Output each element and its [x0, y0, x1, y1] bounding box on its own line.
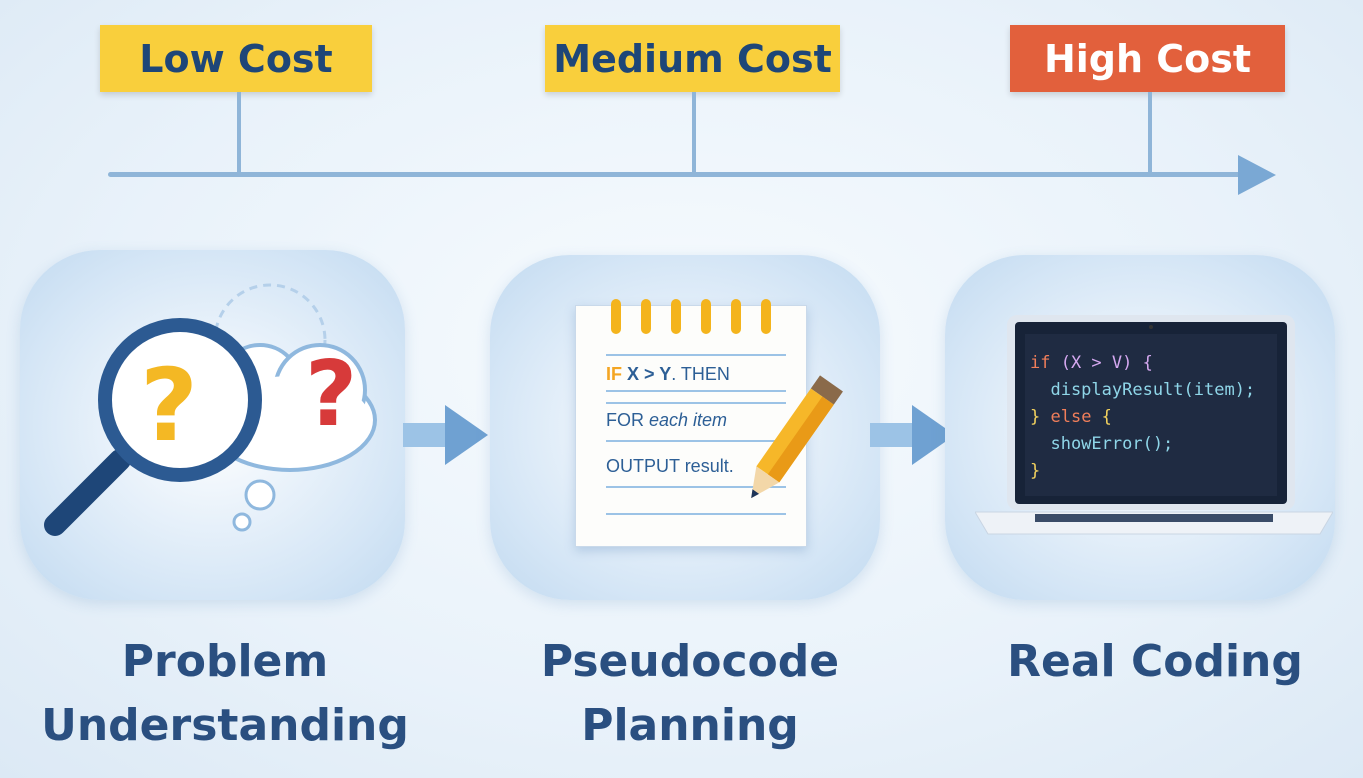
real-coding-title: Real Coding: [1007, 636, 1303, 687]
problem-understanding-panel: ? ?: [20, 250, 405, 600]
pencil-icon: [751, 375, 843, 499]
spiral-binding-icon: [611, 299, 771, 334]
laptop-code-icon: [975, 315, 1333, 535]
flow-arrow-icon: [403, 405, 488, 465]
svg-text:?: ?: [305, 342, 357, 447]
low-cost-connector: [237, 92, 241, 175]
pseudocode-line-3: OUTPUT result.: [606, 456, 734, 476]
notebook-pencil-icon: IF X > Y. THEN FOR each item OUTPUT resu…: [575, 299, 843, 547]
medium-cost-tag: Medium Cost: [545, 25, 840, 92]
low-cost-tag: Low Cost: [100, 25, 372, 92]
code-snippet: if (X > V) { displayResult(item); } else…: [1030, 353, 1256, 481]
cost-timeline: [108, 172, 1248, 177]
medium-cost-connector: [692, 92, 696, 175]
svg-text:?: ?: [140, 347, 198, 464]
timeline-arrow-icon: [1238, 155, 1276, 195]
high-cost-tag: High Cost: [1010, 25, 1285, 92]
flow-arrow-icon: [870, 405, 955, 465]
pseudocode-line-1: IF X > Y. THEN: [606, 364, 730, 384]
magnifier-question-icon: ? ?: [44, 283, 377, 536]
high-cost-connector: [1148, 92, 1152, 175]
pseudocode-line-2: FOR each item: [606, 410, 728, 430]
